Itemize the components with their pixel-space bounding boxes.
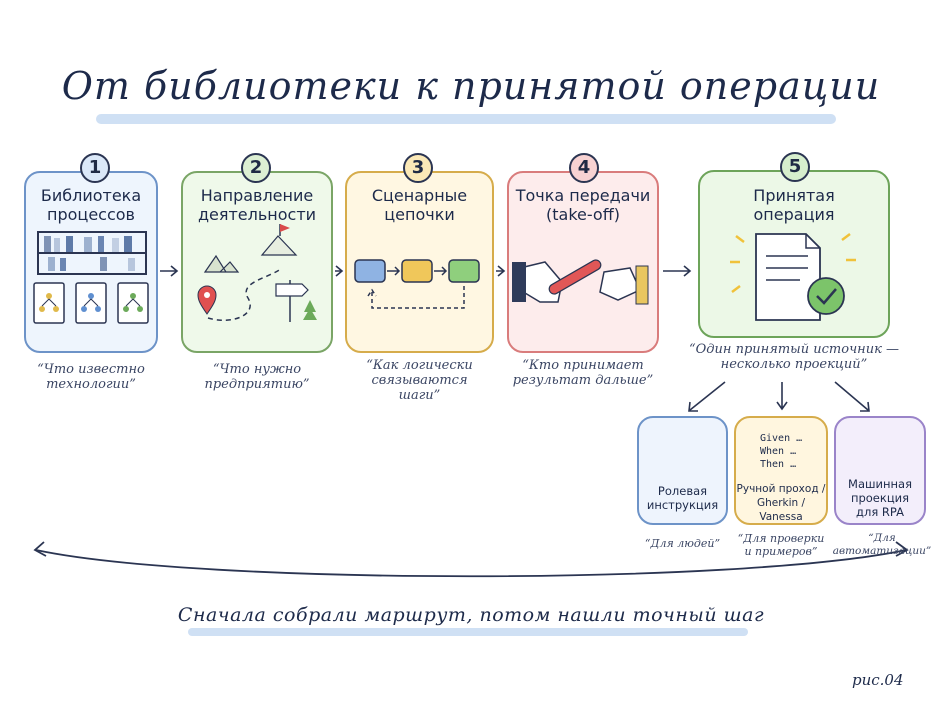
quote-line: “Что нужно — [212, 362, 302, 377]
step-title: Сценарные цепочки — [345, 186, 494, 224]
step-quote: “Что нужно предприятию” — [176, 362, 338, 392]
step-title: Направление деятельности — [181, 186, 333, 224]
gherkin-then: Then … — [760, 459, 797, 470]
scenario-chain-icon — [354, 259, 480, 309]
quote-line: связываются — [371, 373, 468, 388]
quote-line: и примеров” — [744, 545, 818, 558]
projection-label-line: инструкция — [646, 498, 719, 512]
accepted-document-icon — [730, 233, 856, 321]
step-title-line: Библиотека — [40, 186, 142, 205]
process-document-icon — [75, 282, 107, 324]
quote-line: “Кто принимает — [522, 358, 644, 373]
projection-label-line: Ролевая — [657, 484, 708, 498]
projection-quote: “Для людей” — [630, 537, 735, 550]
caption-underline — [188, 628, 748, 636]
step-title-line: Принятая — [753, 186, 835, 205]
quote-line: “Для проверки — [737, 532, 825, 545]
quote-line: результат дальше” — [512, 373, 654, 388]
step-number-badge: 4 — [569, 153, 599, 183]
step-quote: “Как логически связываются шаги” — [340, 358, 499, 403]
projection-label: Ролевая инструкция — [637, 484, 728, 512]
handshake-icon — [512, 259, 649, 305]
quote-line: “Один принятый источник — — [689, 342, 899, 357]
projection-arrow-icon — [688, 381, 870, 412]
step-number-badge: 3 — [403, 153, 433, 183]
page-title: От библиотеки к принятой операции — [61, 64, 881, 108]
step-number-badge: 5 — [780, 152, 810, 182]
quote-line: несколько проекций” — [720, 357, 868, 372]
step-title-line: цепочки — [384, 205, 455, 224]
projection-label-line: проекция — [850, 491, 910, 505]
projection-label-line: Машинная — [848, 477, 912, 491]
step-title: Точка передачи (take-off) — [507, 186, 659, 224]
flow-arrow-icon — [160, 265, 692, 277]
projection-label-line: для RPA — [856, 505, 904, 519]
timeline-arc-icon — [33, 541, 909, 578]
quote-line: технологии” — [46, 377, 136, 392]
quote-line: предприятию” — [204, 377, 310, 392]
projection-card-rpa — [834, 416, 926, 525]
figure-label: рис.04 — [852, 671, 904, 689]
quote-line: “Для людей” — [644, 537, 721, 550]
process-document-icon — [117, 282, 149, 324]
step-card-business-direction — [181, 171, 333, 353]
step-quote: “Один принятый источник — несколько прое… — [680, 342, 908, 372]
step-title-line: Сценарные — [371, 186, 468, 205]
gherkin-given: Given … — [760, 433, 803, 444]
projection-label-line: Gherkin / Vanessa — [756, 497, 806, 523]
quote-line: “Для автоматизации” — [832, 532, 932, 557]
step-quote: “Кто принимает результат дальше” — [502, 358, 664, 388]
step-title-line: Точка передачи — [515, 186, 651, 205]
step-card-accepted-operation — [698, 170, 890, 338]
projection-card-role-instruction — [637, 416, 728, 525]
step-title: Библиотека процессов — [24, 186, 158, 224]
route-map-icon — [197, 224, 317, 322]
step-number-badge: 1 — [80, 153, 110, 183]
projection-label: Ручной проход / Gherkin / Vanessa — [734, 482, 828, 524]
projection-label: Машинная проекция для RPA — [834, 477, 926, 519]
quote-line: шаги” — [398, 388, 441, 403]
step-card-handoff-point — [507, 171, 659, 353]
step-title-line: Направление — [200, 186, 314, 205]
process-document-icon — [33, 282, 65, 324]
step-title-line: процессов — [47, 205, 135, 224]
step-title-line: операция — [753, 205, 835, 224]
bookshelf-icon — [37, 231, 147, 275]
projection-quote: “Для проверки и примеров” — [728, 532, 834, 558]
step-title: Принятая операция — [698, 186, 890, 224]
quote-line: “Как логически — [366, 358, 473, 373]
title-underline — [96, 114, 836, 124]
step-title-line: деятельности — [197, 205, 317, 224]
quote-line: “Что известно — [37, 362, 145, 377]
step-quote: “Что известно технологии” — [14, 362, 168, 392]
gherkin-steps: Given … When … Then … — [760, 432, 804, 471]
gherkin-when: When … — [760, 446, 797, 457]
step-title-line: (take-off) — [546, 205, 620, 224]
projection-quote: “Для автоматизации” — [826, 532, 938, 558]
bottom-caption: Сначала собрали маршрут, потом нашли точ… — [177, 604, 765, 626]
projection-label-line: Ручной проход / — [736, 483, 826, 495]
step-number-badge: 2 — [241, 153, 271, 183]
projection-card-gherkin — [734, 416, 828, 525]
